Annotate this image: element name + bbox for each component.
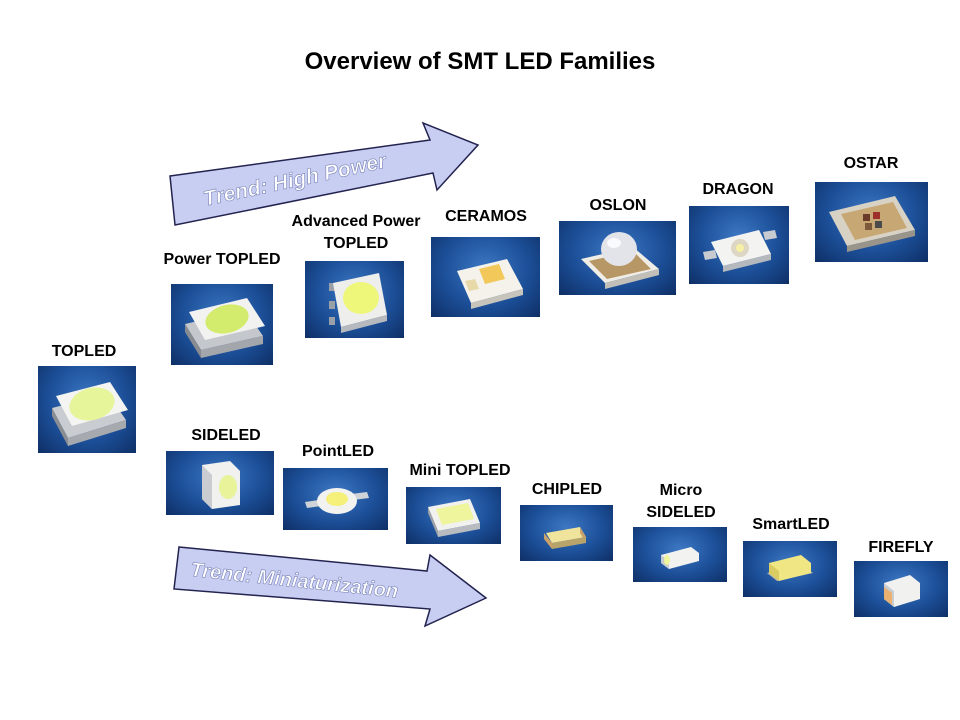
label-pointled: PointLED xyxy=(302,443,374,460)
led-package-icon xyxy=(829,196,915,252)
photo-advanced-power-topled xyxy=(305,261,404,338)
label-firefly: FIREFLY xyxy=(868,539,934,556)
led-package-icon xyxy=(457,259,523,309)
photo-chipled xyxy=(520,505,613,561)
photo-firefly xyxy=(854,561,948,617)
photo-mini-topled xyxy=(406,487,501,544)
photo-ostar xyxy=(815,182,928,262)
led-package-icon xyxy=(581,232,659,289)
label-sideled: SIDELED xyxy=(191,427,261,444)
label-dragon: DRAGON xyxy=(702,181,774,198)
page-title: Overview of SMT LED Families xyxy=(304,48,656,75)
led-package-icon xyxy=(661,547,699,569)
photo-smartled xyxy=(743,541,837,597)
photo-sideled xyxy=(166,451,274,515)
led-package-icon xyxy=(544,527,586,549)
label-mini-topled: Mini TOPLED xyxy=(409,462,511,479)
trend-high-power-arrow: Trend: High Power xyxy=(165,118,485,228)
photo-pointled xyxy=(283,468,388,530)
led-package-icon xyxy=(305,488,369,514)
photo-power-topled xyxy=(171,284,273,365)
label-micro-sideled: Micro SIDELED xyxy=(646,482,716,521)
photo-dragon xyxy=(689,206,789,284)
label-ostar: OSTAR xyxy=(843,155,899,172)
led-package-icon xyxy=(202,461,240,509)
trend-miniaturization-arrow: Trend: Miniaturization xyxy=(172,543,492,629)
label-smartled: SmartLED xyxy=(752,516,830,533)
label-chipled: CHIPLED xyxy=(531,481,603,498)
label-oslon: OSLON xyxy=(589,197,647,214)
led-package-icon xyxy=(703,230,777,272)
label-topled: TOPLED xyxy=(51,343,117,360)
photo-oslon xyxy=(559,221,676,295)
photo-topled xyxy=(38,366,136,453)
label-ceramos: CERAMOS xyxy=(445,208,527,225)
led-package-icon xyxy=(428,499,480,537)
led-package-icon xyxy=(767,555,813,581)
led-package-icon xyxy=(329,273,387,333)
photo-micro-sideled xyxy=(633,527,727,582)
photo-ceramos xyxy=(431,237,540,317)
led-package-icon xyxy=(185,298,265,358)
led-package-icon xyxy=(52,382,128,446)
label-advanced-power-topled: Advanced Power TOPLED xyxy=(291,213,421,252)
led-package-icon xyxy=(884,575,920,607)
label-power-topled: Power TOPLED xyxy=(163,251,281,268)
